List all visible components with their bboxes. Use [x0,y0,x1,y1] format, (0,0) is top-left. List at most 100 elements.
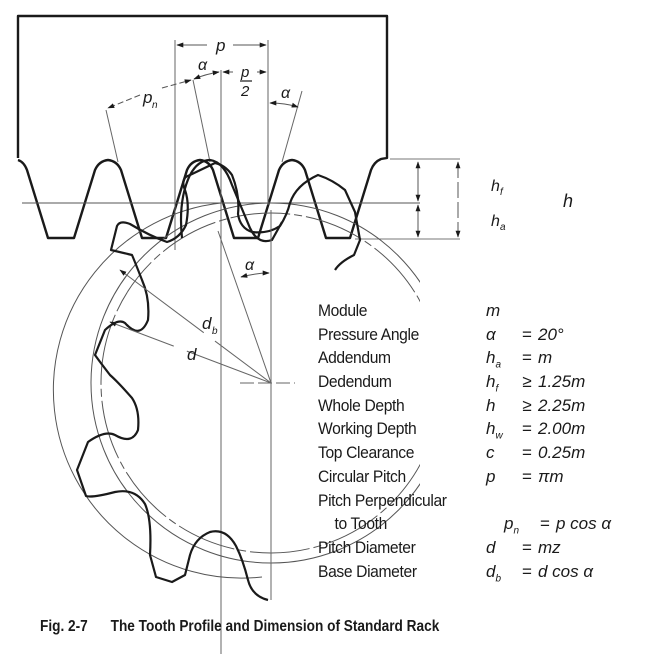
spec-symbol: m [486,299,516,323]
base-diameter-sub: b [212,326,218,337]
spec-name: Module [318,301,368,320]
spec-symbol-main: α [486,324,496,344]
spec-symbol-sub: n [513,525,520,537]
spec-operator [516,489,538,513]
normal-pitch-dim-b [161,79,192,89]
spec-operator: ≥ [522,395,532,415]
spec-row: Base Diameter db = d cos α [318,560,638,584]
spec-row: to Tooth pn = p cos α [318,512,638,536]
figure-caption: Fig. 2-7 The Tooth Profile and Dimension … [40,618,439,636]
spec-symbol-sub: w [495,430,503,442]
spec-symbol-main: h [486,419,496,439]
half-pitch-numerator: p [240,64,249,81]
spec-operator: = [522,443,532,463]
spec-value: d cos α [538,561,594,581]
spec-symbol: h [486,394,516,418]
spec-name: Pitch Diameter [318,537,416,557]
spec-symbol: p [486,465,516,489]
spec-symbol: pn [504,512,534,536]
spec-operator [516,299,538,323]
spec-symbol-main: d [486,561,496,581]
addendum-sub: a [500,222,506,233]
spec-row: Pressure Angle α = 20° [318,323,638,347]
spec-row: Pitch Diameter d = mz [318,536,638,560]
spec-row: Module m [318,299,638,323]
spec-symbol: db [486,560,516,584]
spec-value: p cos α [556,514,612,534]
spec-symbol-sub: b [495,572,502,584]
spec-row: Pitch Perpendicular [318,489,638,513]
spec-operator: = [522,324,532,344]
spec-name: to Tooth [334,514,388,534]
spec-name: Pressure Angle [318,324,419,344]
spec-symbol: hf [486,370,516,394]
spec-operator: ≥ [522,372,532,392]
spec-value: πm [538,466,564,486]
spec-symbol-main: h [486,372,496,392]
spec-symbol: ha [486,346,516,370]
spec-row: Dedendum hf ≥1.25m [318,370,638,394]
spec-operator: = [522,537,532,557]
spec-symbol-main: p [486,466,496,486]
alpha-arc-top-left [193,70,220,80]
rack-profile [16,14,389,240]
spec-operator: = [540,514,550,534]
gear-tooth-profile [75,161,362,602]
spec-symbol [486,489,516,513]
spec-value: 2.25m [538,395,586,415]
alpha-top-left-label: α [198,57,208,74]
spec-operator: = [522,348,532,368]
dedendum-label: h [491,178,500,195]
rack-tooth-overlay [179,158,283,243]
alpha-arc-gear [240,270,270,278]
spec-name: Top Clearance [318,443,415,463]
spec-row: Top Clearance c = 0.25m [318,441,638,465]
half-pitch-denominator: 2 [240,83,250,100]
spec-symbol: hw [486,417,516,441]
normal-line-left [105,109,119,163]
spec-symbol-main: h [486,348,496,368]
spec-symbol-sub: a [495,359,502,371]
spec-row: Working Depth hw = 2.00m [318,417,638,441]
pressure-angle-line [217,230,272,384]
normal-pitch-dim [107,94,141,109]
spec-symbol-main: p [504,514,514,534]
spec-operator: = [522,561,532,581]
pitch-diameter-label: d [187,345,197,364]
figure-number: Fig. 2-7 [40,618,88,635]
spec-symbol-main: c [486,443,495,463]
spec-symbol-sub: f [495,383,499,395]
figure-title: The Tooth Profile and Dimension of Stand… [110,618,440,635]
whole-depth-label: h [563,191,573,211]
spec-symbol-main: h [486,395,496,415]
spec-value: 20° [538,324,564,344]
alpha-gear-label: α [245,257,255,274]
normal-pitch-label: p [142,88,152,107]
spec-value: 0.25m [538,443,586,463]
spec-value: 2.00m [538,419,586,439]
spec-name: Working Depth [318,419,417,439]
addendum-label: h [491,213,500,230]
spec-name: Base Diameter [318,561,417,581]
pitch-label: p [215,36,225,55]
spec-operator: = [522,419,532,439]
alpha-arc-top-right [269,100,299,108]
dedendum-sub: f [500,187,504,198]
spec-value: m [538,348,553,368]
spec-symbol-main: d [486,537,496,557]
spec-value: 1.25m [538,372,586,392]
spec-value: mz [538,537,561,557]
db-radius-line [119,269,272,384]
spec-operator: = [522,466,532,486]
normal-pitch-sub: n [152,100,158,111]
spec-symbol: α [486,323,516,347]
spec-name: Dedendum [318,372,392,392]
pitch-circle [52,202,263,579]
spec-symbol: c [486,441,516,465]
gear-circles [52,202,263,579]
d-radius-line [109,321,272,384]
